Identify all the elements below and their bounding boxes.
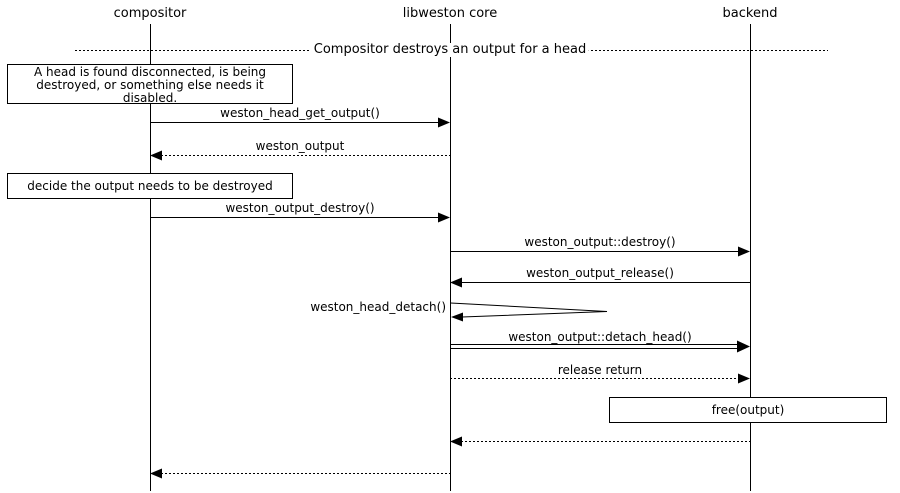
- message-output-destroy-method: weston_output::destroy(): [524, 235, 676, 249]
- message-release-return: release return: [557, 363, 643, 377]
- arrowhead-right-icon: [737, 340, 750, 353]
- arrowhead-right-icon: [738, 373, 750, 384]
- arrowhead-left-icon: [150, 150, 162, 161]
- message-output-release: weston_output_release(): [526, 266, 674, 280]
- divider-label: Compositor destroys an output for a head: [310, 43, 590, 57]
- message-head-detach: weston_head_detach(): [310, 300, 446, 314]
- message-output-destroy: weston_output_destroy(): [225, 201, 375, 215]
- note-decision: decide the output needs to be destroyed: [7, 173, 293, 199]
- self-message-loop: [450, 302, 608, 318]
- message-weston-output-return: weston_output: [255, 139, 345, 153]
- participant-compositor: compositor: [113, 6, 187, 21]
- message-head-get-output: weston_head_get_output(): [220, 106, 380, 120]
- message-output-detach-head: weston_output::detach_head(): [508, 330, 692, 344]
- arrowhead-left-icon: [450, 436, 462, 447]
- arrowhead-right-icon: [738, 246, 750, 257]
- note-precondition: A head is found disconnected, is being d…: [7, 64, 293, 105]
- arrowhead-left-icon: [451, 312, 463, 322]
- arrowhead-right-icon: [438, 117, 450, 128]
- note-precondition-text: A head is found disconnected, is being d…: [33, 65, 267, 105]
- arrowhead-left-icon: [450, 277, 462, 288]
- participant-backend: backend: [722, 6, 778, 21]
- note-free-output: free(output): [609, 397, 887, 423]
- arrowhead-left-icon: [150, 468, 162, 479]
- arrowhead-right-icon: [438, 212, 450, 223]
- participant-libweston-core: libweston core: [402, 6, 498, 21]
